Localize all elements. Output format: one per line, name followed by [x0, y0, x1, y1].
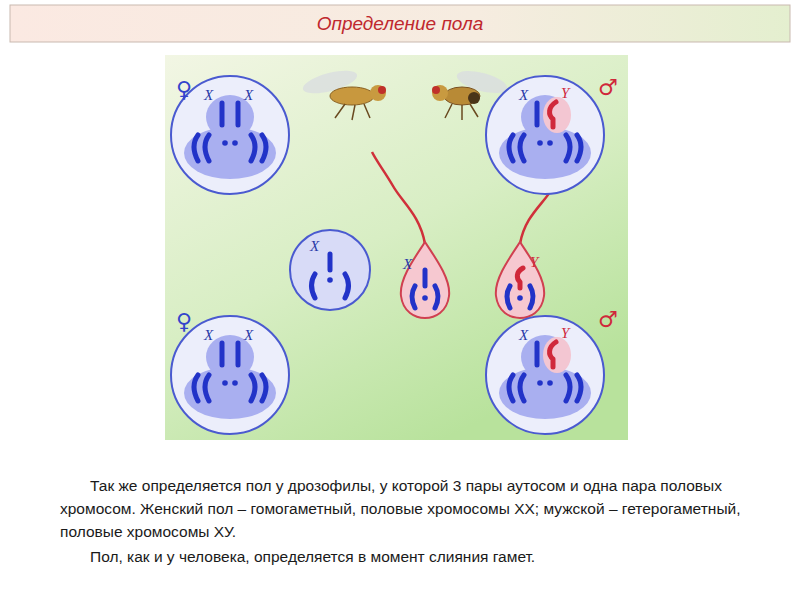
sperm-cell: X: [395, 240, 455, 320]
illustration-panel: [165, 55, 628, 440]
chromosome-label: Y: [561, 325, 569, 341]
diploid-cell: XY: [483, 313, 607, 437]
title-bar: [10, 5, 790, 42]
sex-symbol: ♂: [598, 308, 618, 332]
chromosome-label: Y: [561, 85, 569, 101]
sex-symbol: ♂: [598, 76, 618, 100]
fly-female: [301, 66, 386, 120]
chromosome-label: X: [310, 238, 319, 254]
sex-symbol: ♀: [176, 310, 192, 334]
caption-text: Так же определяется пол у дрозофилы, у к…: [60, 474, 750, 543]
note-text: Пол, как и у человека, определяется в мо…: [60, 545, 750, 568]
chromosome-label: X: [244, 87, 253, 103]
chromosome-label: X: [519, 87, 528, 103]
chromosome-label: X: [519, 327, 528, 343]
chromosome-label: X: [204, 87, 213, 103]
cell-shape: [395, 240, 455, 320]
title: Определение пола: [317, 13, 484, 35]
sex-symbol: ♀: [176, 78, 192, 102]
cell-shape: [483, 313, 607, 437]
chromosome-label: X: [244, 327, 253, 343]
cell-shape: [490, 240, 550, 320]
chromosome-label: X: [204, 327, 213, 343]
chromosome-label: Y: [530, 254, 538, 270]
cell-shape: [288, 228, 372, 312]
cell-shape: [483, 73, 607, 197]
egg-cell: X: [288, 228, 372, 312]
diploid-cell: XY: [483, 73, 607, 197]
chromosome-label: X: [403, 256, 412, 272]
title-box: Определение пола: [10, 5, 790, 42]
sperm-tail: [372, 152, 425, 244]
sperm-cell: Y: [490, 240, 550, 320]
